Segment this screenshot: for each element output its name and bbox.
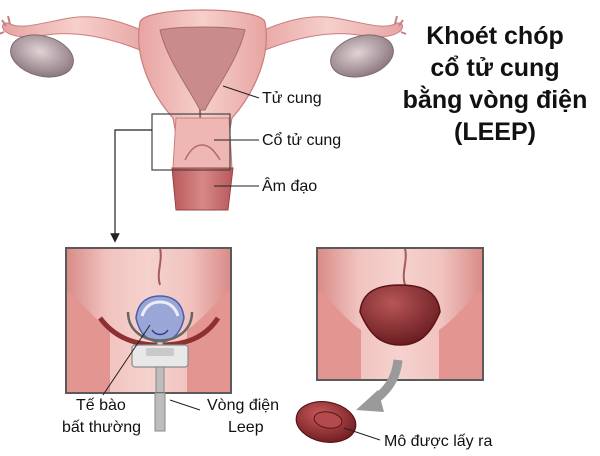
right-ovary	[330, 34, 394, 78]
connector-arrow	[110, 129, 152, 243]
left-procedure-panel	[65, 247, 232, 394]
title-line-1: Khoét chóp	[426, 22, 564, 50]
label-abnormal-cells-2: bất thường	[62, 419, 142, 436]
uterine-cavity	[159, 26, 246, 111]
cervix-highlight-box	[151, 113, 231, 171]
label-leep-loop-2: Leep	[228, 419, 264, 436]
vagina	[171, 167, 234, 211]
label-removed-tissue: Mô được lấy ra	[384, 433, 493, 450]
cervix	[172, 117, 233, 175]
left-fallopian-tube	[2, 16, 151, 51]
left-ovary	[10, 34, 74, 78]
label-cervix: Cổ tử cung	[262, 132, 342, 149]
removed-tissue	[295, 401, 357, 443]
title-line-2: cổ tử cung	[430, 54, 560, 82]
label-uterus: Tử cung	[262, 90, 322, 107]
right-result-panel	[316, 247, 484, 381]
label-leep-loop-1: Vòng điện	[207, 397, 280, 414]
uterus-illustration	[0, 9, 407, 243]
title-line-3: bằng vòng điện	[402, 86, 588, 114]
excised-cone-site	[359, 284, 441, 346]
label-abnormal-cells-1: Tế bào	[76, 397, 126, 414]
title-line-4: (LEEP)	[454, 118, 536, 146]
right-fallopian-tube	[254, 16, 403, 51]
label-vagina: Âm đạo	[262, 178, 318, 195]
leep-loop	[126, 311, 194, 342]
